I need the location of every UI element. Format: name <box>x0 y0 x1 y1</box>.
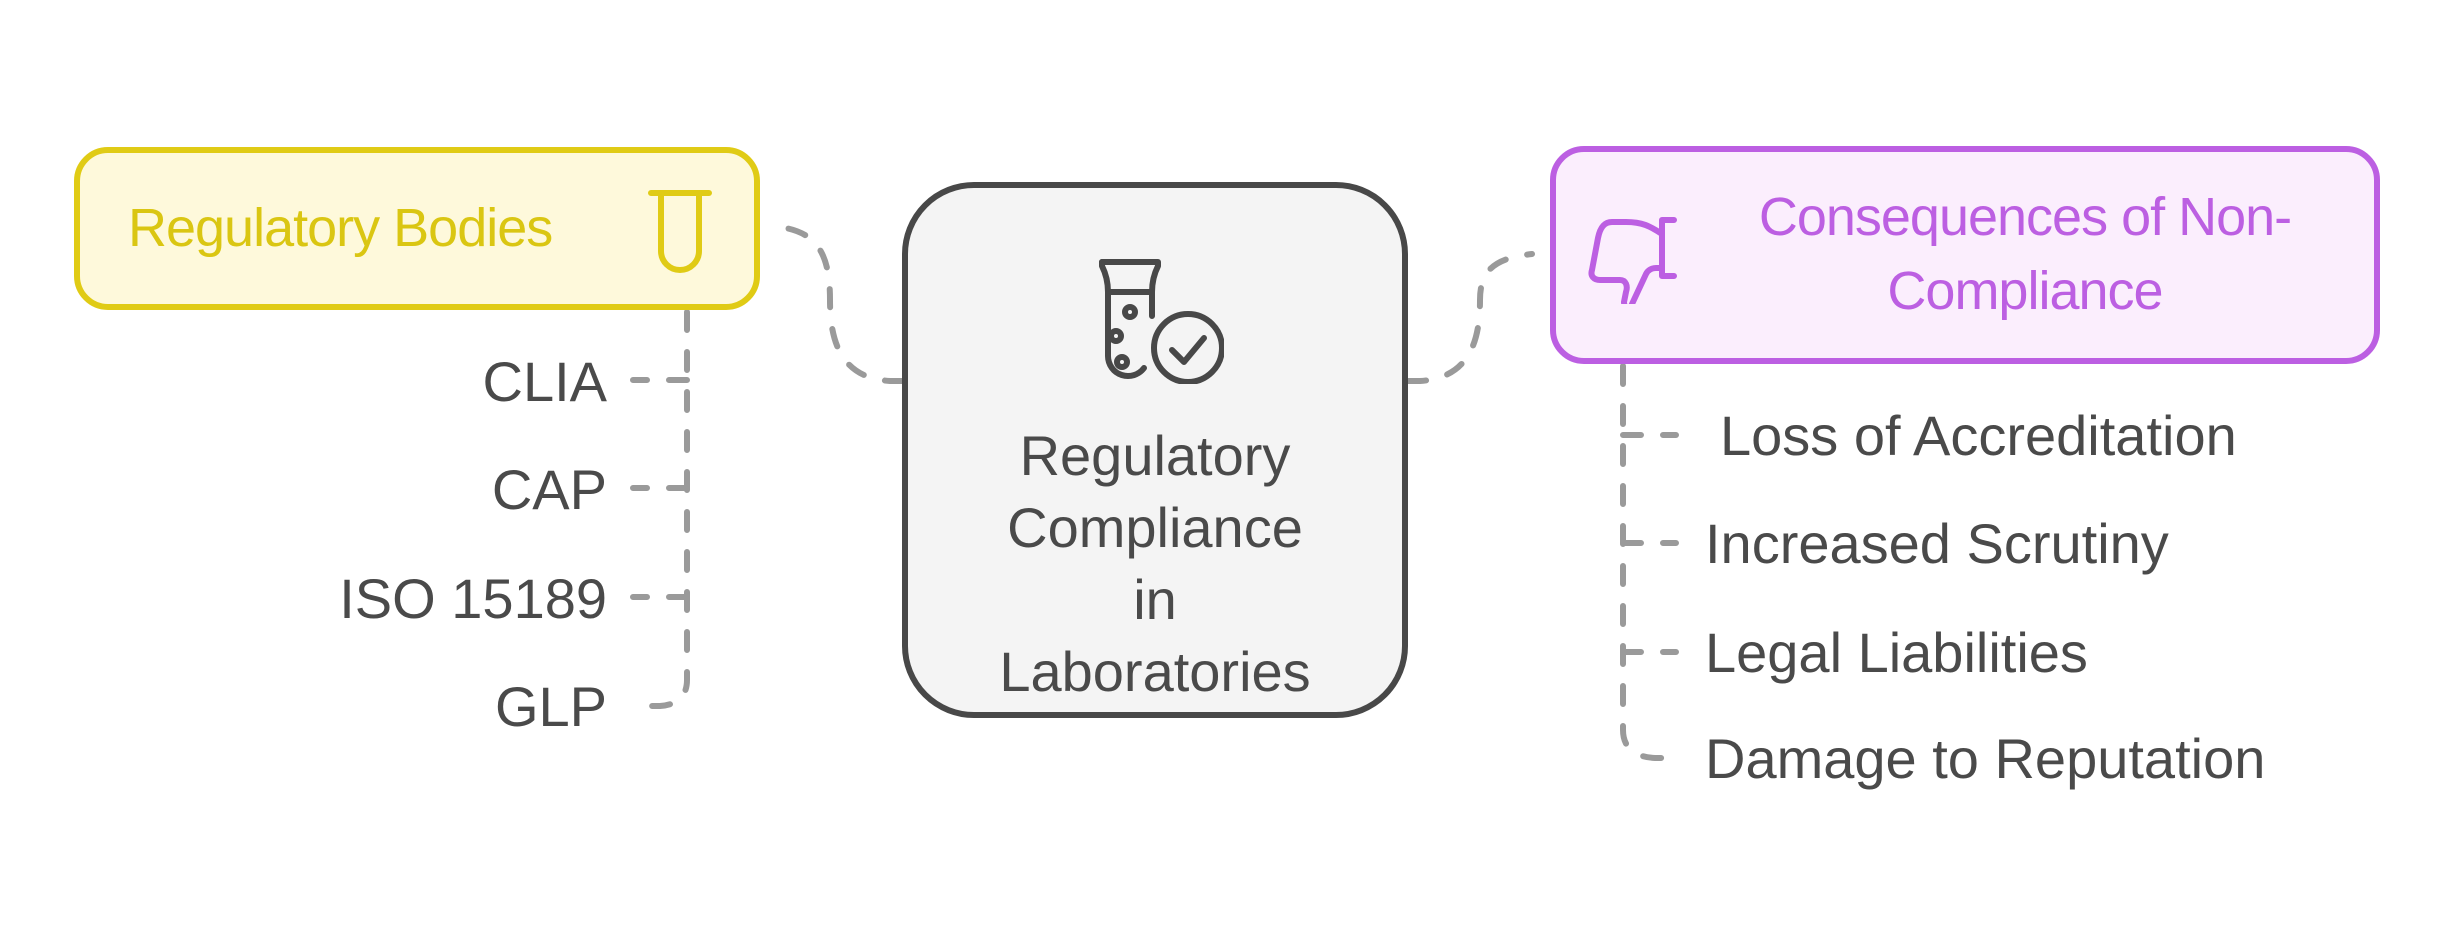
regulatory-body-item-clia[interactable]: CLIA <box>482 350 608 413</box>
central-topic-line: in <box>1133 568 1177 631</box>
test-tube-check-icon <box>1099 259 1224 384</box>
consequence-item-damage-to-reputation[interactable]: Damage to Reputation <box>1705 727 2266 790</box>
central-topic-node[interactable]: Regulatory Compliance in Laboratories <box>902 182 1408 718</box>
consequences-title-line: Compliance <box>1887 261 2163 321</box>
regulatory-body-item-iso-15189[interactable]: ISO 15189 <box>339 567 607 630</box>
regulatory-bodies-title: Regulatory Bodies <box>128 198 553 258</box>
consequence-item-legal-liabilities[interactable]: Legal Liabilities <box>1705 621 2088 684</box>
central-topic-line: Regulatory <box>1019 424 1291 487</box>
test-tube-icon <box>648 190 712 273</box>
central-topic-title: Regulatory Compliance in Laboratories <box>908 420 1402 708</box>
regulatory-bodies-spine <box>629 309 690 709</box>
regulatory-body-item-glp[interactable]: GLP <box>494 675 607 738</box>
consequences-spine <box>1620 363 1683 761</box>
central-topic-line: Compliance <box>1007 496 1303 559</box>
regulatory-bodies-node[interactable]: Regulatory Bodies <box>74 147 760 310</box>
consequences-title-line: Consequences of Non- <box>1758 187 2292 247</box>
thumbs-down-icon <box>1588 217 1677 304</box>
consequences-node[interactable]: Consequences of Non- Compliance <box>1550 146 2380 364</box>
consequence-item-loss-of-accreditation[interactable]: Loss of Accreditation <box>1720 404 2237 467</box>
central-topic-line: Laboratories <box>999 640 1311 703</box>
connector-center-to-regulatory-bodies <box>765 223 906 384</box>
consequences-title: Consequences of Non- Compliance <box>1696 180 2354 328</box>
regulatory-body-item-cap[interactable]: CAP <box>491 458 607 521</box>
consequence-item-increased-scrutiny[interactable]: Increased Scrutiny <box>1705 512 2169 575</box>
connector-center-to-consequences <box>1405 251 1535 384</box>
